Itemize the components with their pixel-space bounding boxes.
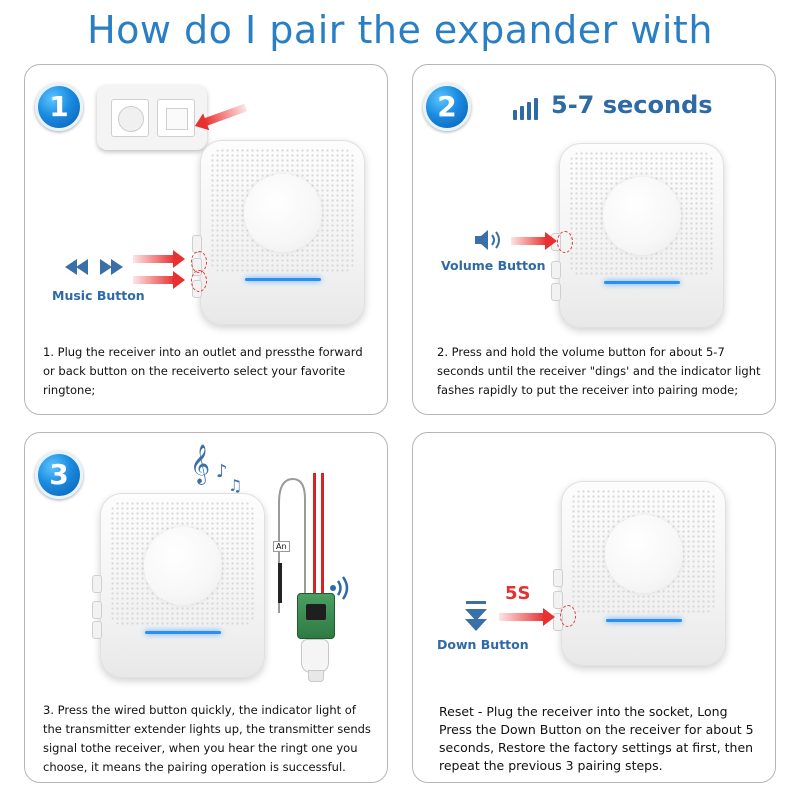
step-caption: Reset - Plug the receiver into the socke…	[439, 704, 754, 773]
svg-text:♫: ♫	[228, 476, 242, 495]
wired-button-cable	[278, 477, 306, 613]
receiver-side-button	[551, 283, 561, 301]
pointer-arrow	[133, 250, 185, 268]
page-title: How do I pair the expander with	[87, 8, 713, 52]
step-badge: 1	[35, 83, 83, 131]
reset-panel: 5S Down Button Reset - Plug the receiver…	[412, 432, 776, 783]
pointer-arrow	[511, 232, 557, 250]
red-wire	[313, 473, 316, 593]
step-badge: 2	[423, 83, 471, 131]
step-badge: 3	[35, 451, 83, 499]
indicator-light	[244, 278, 321, 281]
outlet-icon	[111, 99, 149, 137]
pointer-arrow	[202, 103, 248, 127]
receiver-device	[551, 143, 724, 328]
pointer-arrow	[499, 608, 555, 626]
receiver-side-button	[551, 261, 561, 279]
transmitter-board	[297, 593, 335, 639]
duration-label: 5S	[505, 583, 531, 604]
rewind-forward-icon	[65, 259, 123, 275]
wireless-signal-icon	[330, 576, 349, 600]
music-button-label: Music Button	[52, 288, 145, 303]
step-1-panel: 1 Music Button 1. Plug the receiver into…	[24, 64, 388, 415]
svg-text:♪: ♪	[216, 461, 228, 482]
highlight-ring	[191, 270, 207, 292]
volume-button-label: Volume Button	[441, 258, 546, 273]
receiver-dial	[602, 177, 681, 255]
music-note-icon: 𝄞 ♪ ♫	[190, 444, 242, 495]
step-3-panel: 3 𝄞 ♪ ♫ An 3. Press the wired button qui…	[24, 432, 388, 783]
down-arrow-icon	[465, 601, 487, 631]
step-2-panel: 2 5-7 seconds Volume Button 2. Press and…	[412, 64, 776, 415]
down-button-label: Down Button	[437, 637, 529, 652]
receiver-side-button	[92, 601, 102, 619]
red-wire	[321, 473, 324, 593]
duration-heading: 5-7 seconds	[551, 91, 713, 119]
indicator-light	[605, 619, 682, 622]
receiver-side-button	[92, 621, 102, 639]
highlight-ring	[557, 231, 573, 253]
receiver-side-button	[92, 575, 102, 593]
indicator-light	[603, 281, 680, 284]
wire-tag: An	[273, 541, 290, 552]
receiver-device	[553, 481, 726, 666]
wall-outlet-image	[97, 85, 207, 150]
highlight-ring	[560, 605, 576, 627]
wall-switch-icon	[157, 99, 195, 137]
indicator-light	[144, 631, 221, 634]
receiver-side-button	[553, 569, 563, 587]
step-caption: 3. Press the wired button quickly, the i…	[43, 703, 371, 774]
receiver-dial	[143, 527, 222, 605]
usb-connector	[301, 639, 329, 682]
receiver-device	[192, 140, 365, 325]
receiver-dial	[243, 174, 322, 252]
step-caption: 1. Plug the receiver into an outlet and …	[43, 345, 363, 397]
receiver-device	[92, 493, 265, 678]
receiver-side-button	[553, 591, 563, 609]
step-caption: 2. Press and hold the volume button for …	[437, 345, 761, 397]
wire-sleeve	[278, 563, 282, 603]
svg-text:𝄞: 𝄞	[190, 444, 210, 485]
pointer-arrow	[133, 271, 185, 289]
receiver-dial	[604, 515, 683, 593]
speaker-icon	[475, 230, 500, 250]
